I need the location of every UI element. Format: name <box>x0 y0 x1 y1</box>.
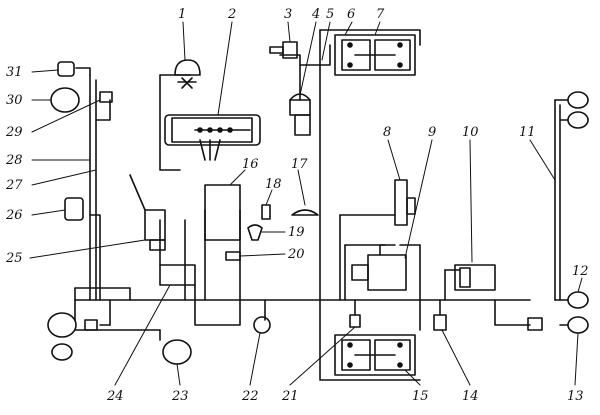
component-25 <box>129 174 166 251</box>
component-1 <box>174 59 201 89</box>
left-lamps <box>47 312 98 361</box>
label-31: 31 <box>6 65 23 80</box>
wiring-harness <box>74 29 576 381</box>
label-18: 18 <box>265 177 282 192</box>
component-20 <box>225 251 241 261</box>
label-10: 10 <box>462 125 479 140</box>
label-20: 20 <box>287 247 305 262</box>
label-2: 2 <box>227 7 236 22</box>
component-31 <box>57 61 75 77</box>
component-16 <box>204 184 241 241</box>
component-18 <box>261 204 271 220</box>
label-6: 6 <box>347 7 355 22</box>
label-28: 28 <box>5 153 23 168</box>
component-22 <box>253 316 271 334</box>
label-9: 9 <box>428 125 436 140</box>
component-19 <box>247 224 263 241</box>
label-3: 3 <box>284 7 292 22</box>
label-12: 12 <box>572 264 589 279</box>
component-26 <box>64 197 84 221</box>
component-4 <box>289 93 311 136</box>
component-23 <box>162 339 192 365</box>
label-26: 26 <box>5 208 23 223</box>
label-14: 14 <box>462 389 479 404</box>
label-21: 21 <box>281 389 299 404</box>
label-25: 25 <box>5 251 23 266</box>
component-6-7 <box>334 34 416 76</box>
component-15 <box>334 334 416 376</box>
label-23: 23 <box>171 389 189 404</box>
label-19: 19 <box>288 225 305 240</box>
label-30: 30 <box>6 93 23 108</box>
component-14 <box>433 314 447 331</box>
label-13: 13 <box>567 389 584 404</box>
component-10 <box>454 264 496 291</box>
component-9 <box>351 244 407 291</box>
component-17 <box>291 209 319 216</box>
label-15: 15 <box>412 389 429 404</box>
component-21 <box>349 314 361 328</box>
component-12-13 <box>527 91 589 334</box>
label-11: 11 <box>519 125 536 140</box>
label-5: 5 <box>326 7 334 22</box>
label-16: 16 <box>242 157 259 172</box>
leader-lines <box>29 21 583 386</box>
component-8 <box>394 179 416 226</box>
label-4: 4 <box>311 7 320 22</box>
label-17: 17 <box>291 157 308 172</box>
number-labels: 1 2 3 4 5 6 7 8 9 10 11 12 13 14 15 16 1… <box>5 7 589 404</box>
label-24: 24 <box>106 389 124 404</box>
component-29 <box>99 91 113 103</box>
label-29: 29 <box>5 125 23 140</box>
component-24 <box>159 264 196 286</box>
label-27: 27 <box>5 178 23 193</box>
label-7: 7 <box>376 7 385 22</box>
label-1: 1 <box>178 7 186 22</box>
label-22: 22 <box>241 389 259 404</box>
label-8: 8 <box>383 125 391 140</box>
component-2 <box>164 114 261 161</box>
component-30 <box>50 87 80 113</box>
